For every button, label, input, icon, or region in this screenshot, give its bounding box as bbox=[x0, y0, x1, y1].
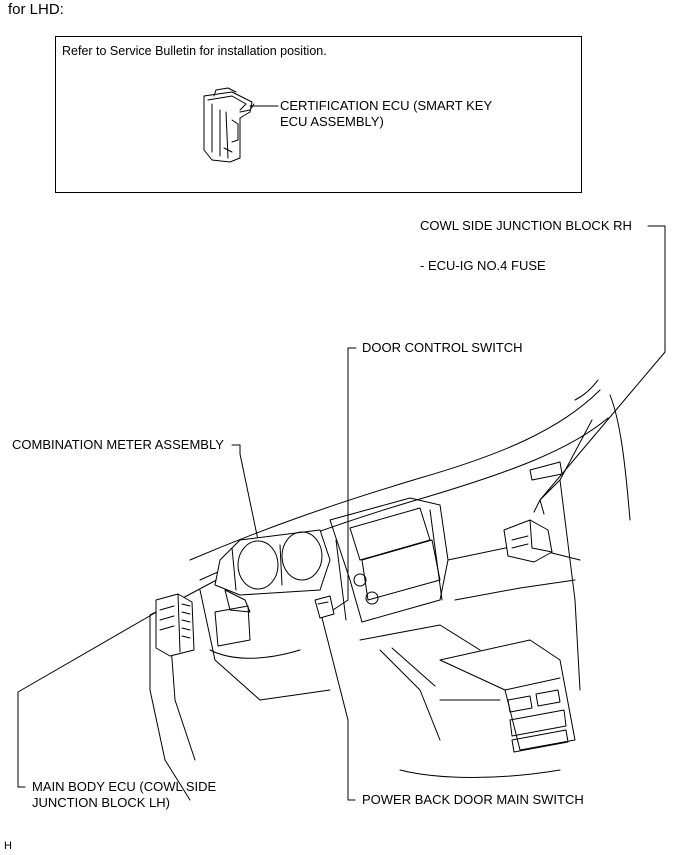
leader-lines bbox=[17, 225, 666, 801]
main-body-ecu-label-line2: JUNCTION BLOCK LH) bbox=[32, 795, 170, 810]
service-bulletin-note-box: Refer to Service Bulletin for installati… bbox=[55, 36, 582, 193]
diagram-caption: for LHD: bbox=[8, 1, 64, 18]
main-body-ecu-illustration bbox=[155, 593, 195, 657]
ecu-ig-fuse-label: - ECU-IG NO.4 FUSE bbox=[420, 258, 546, 273]
power-back-door-switch-label: POWER BACK DOOR MAIN SWITCH bbox=[362, 792, 584, 807]
door-control-switch-leader bbox=[329, 347, 357, 613]
cowl-side-junction-block-rh-label: COWL SIDE JUNCTION BLOCK RH bbox=[420, 218, 632, 233]
door-control-switch-label: DOOR CONTROL SWITCH bbox=[362, 340, 523, 355]
cowl-jb-rh-leader bbox=[539, 225, 666, 501]
combination-meter-label: COMBINATION METER ASSEMBLY bbox=[12, 437, 224, 452]
main-body-ecu-label-line1: MAIN BODY ECU (COWL SIDE bbox=[32, 779, 217, 794]
combination-meter-illustration bbox=[214, 529, 331, 613]
certification-ecu-illustration bbox=[203, 87, 279, 163]
certification-ecu-label-line2: ECU ASSEMBLY) bbox=[280, 114, 384, 129]
power-back-door-leader bbox=[319, 609, 356, 801]
cowl-jb-rh-illustration bbox=[503, 499, 553, 563]
door-switch-illustration bbox=[314, 595, 335, 619]
certification-ecu-label-line1: CERTIFICATION ECU (SMART KEY bbox=[280, 98, 493, 113]
combination-meter-leader bbox=[231, 444, 259, 541]
footer-code: H bbox=[4, 840, 12, 852]
dashboard-illustration bbox=[149, 379, 631, 801]
service-bulletin-note: Refer to Service Bulletin for installati… bbox=[62, 44, 327, 58]
main-body-ecu-leader bbox=[17, 609, 161, 788]
